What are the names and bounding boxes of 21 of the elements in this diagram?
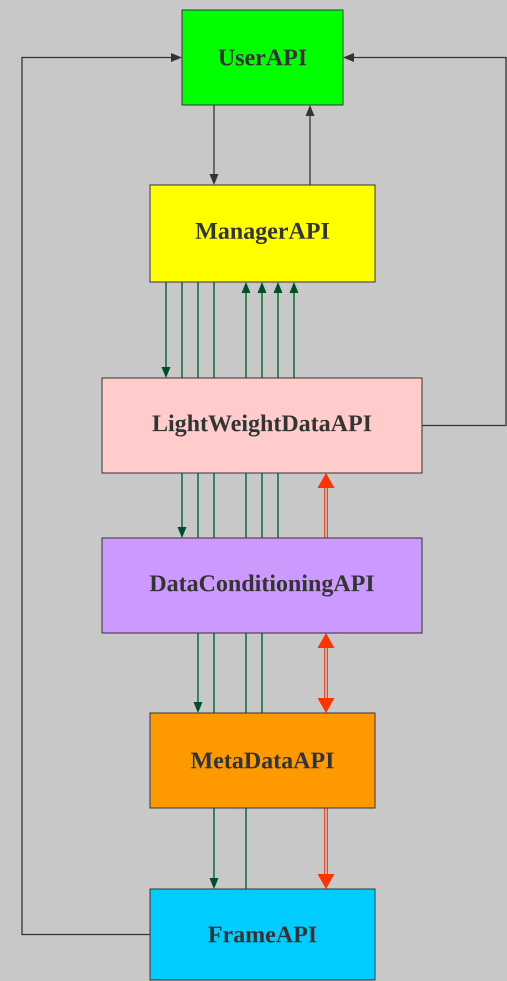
arrow xyxy=(318,473,334,538)
api-box: DataConditioningAPI xyxy=(102,538,422,634)
arrow xyxy=(290,282,298,378)
api-box: UserAPI xyxy=(182,10,344,106)
arrow xyxy=(178,473,186,538)
arrow xyxy=(210,808,218,889)
arrow xyxy=(162,282,170,378)
arrow xyxy=(343,53,507,426)
arrow xyxy=(274,282,282,378)
arrow xyxy=(306,105,314,185)
api-box: MetaDataAPI xyxy=(150,712,376,808)
arrow xyxy=(258,282,266,378)
arrow xyxy=(210,105,218,185)
api-box: LightWeightDataAPI xyxy=(102,378,422,474)
arrow xyxy=(194,633,202,713)
api-box: FrameAPI xyxy=(150,888,376,980)
arrow xyxy=(318,808,334,889)
api-box: ManagerAPI xyxy=(150,184,376,282)
arrow xyxy=(318,633,334,713)
arrow xyxy=(242,282,250,378)
arrow xyxy=(21,53,182,936)
